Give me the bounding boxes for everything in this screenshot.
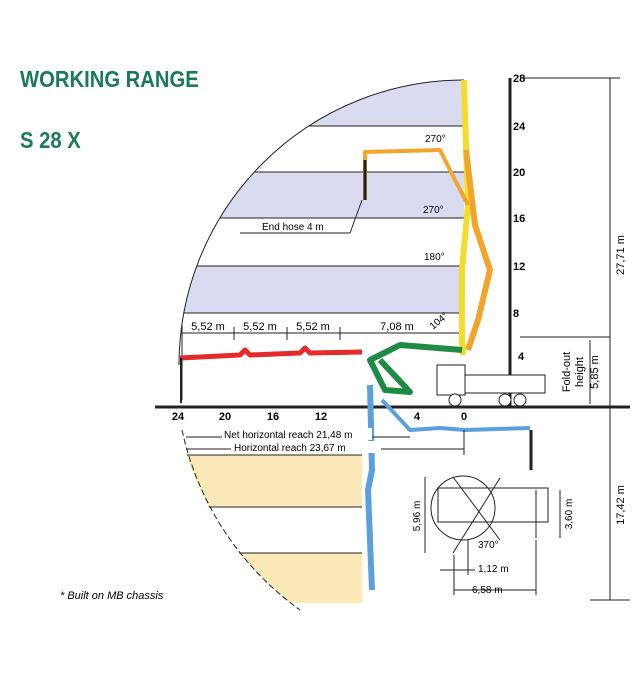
- segment-length: 5,52 m: [191, 321, 225, 333]
- y-tick: 12: [513, 261, 525, 273]
- angle-label: 104°: [428, 311, 451, 333]
- y-tick: 28: [513, 73, 525, 85]
- outrigger-top-view: [424, 475, 561, 595]
- depth-label: 17,42 m: [615, 485, 627, 525]
- angle-label: 270°: [425, 134, 446, 145]
- x-tick: 20: [219, 411, 231, 423]
- outrigger-length: 6,58 m: [472, 585, 503, 596]
- range-arc: [178, 79, 465, 366]
- footnote: * Built on MB chassis: [60, 590, 164, 602]
- segment-length: 5,52 m: [243, 321, 277, 333]
- y-tick: 24: [513, 121, 526, 133]
- fold-out-height: 5,85 m: [589, 355, 601, 389]
- y-tick: 16: [513, 213, 525, 225]
- segment-length: 7,08 m: [380, 321, 414, 333]
- angle-label: 270°: [423, 205, 444, 216]
- y-tick: 20: [513, 167, 525, 179]
- upper-bands: [179, 80, 464, 314]
- boom-green: [367, 342, 463, 395]
- fold-out-label: Fold-out: [561, 352, 573, 392]
- fold-out-label: height: [574, 357, 586, 387]
- outrigger-offset: 1,12 m: [478, 564, 509, 575]
- x-tick: 12: [315, 411, 327, 423]
- x-tick-labels: 24 20 16 12 4 0: [172, 411, 467, 423]
- net-reach-label: Net horizontal reach 21,48 m: [224, 430, 352, 441]
- y-tick: 8: [513, 308, 519, 320]
- x-tick: 0: [461, 411, 467, 423]
- x-tick: 16: [267, 411, 279, 423]
- reach-label: Horizontal reach 23,67 m: [234, 443, 346, 454]
- vertical-reach-label: 27,71 m: [615, 235, 627, 275]
- x-tick: 24: [172, 411, 185, 423]
- rear-outrigger-width: 3,60 m: [564, 499, 575, 530]
- boom-vertical-yellow: [459, 79, 471, 356]
- truck: [436, 364, 546, 407]
- boom-red: [179, 345, 363, 361]
- y-tick: 4: [518, 351, 525, 363]
- angle-label: 180°: [424, 252, 445, 263]
- segment-length: 5,52 m: [296, 321, 330, 333]
- page-title: WORKING RANGE: [20, 66, 199, 92]
- model-name: S 28 X: [20, 127, 81, 153]
- segment-dimensions: 5,52 m 5,52 m 5,52 m 7,08 m: [191, 321, 414, 333]
- end-hose-label: End hose 4 m: [262, 222, 324, 233]
- front-outrigger-width: 5,96 m: [412, 501, 423, 532]
- boom-folded-orange: [463, 149, 493, 351]
- slew-angle: 370°: [478, 540, 499, 551]
- y-tick-labels: 28 24 20 16 12 8 4: [513, 73, 526, 363]
- x-tick: 4: [414, 411, 421, 423]
- lower-bands: [180, 454, 362, 603]
- boom-blue-horizontal: [380, 398, 531, 432]
- boom-blue-down: [365, 384, 375, 591]
